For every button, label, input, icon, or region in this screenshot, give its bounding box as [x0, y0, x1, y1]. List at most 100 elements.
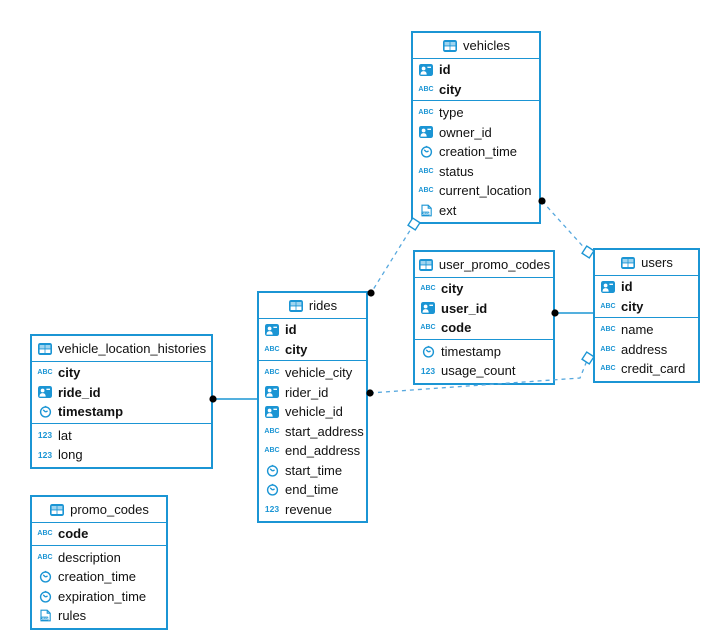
column-name: name [621, 322, 654, 338]
column-name: code [58, 526, 89, 542]
column-row: id [595, 277, 698, 297]
column-row: ABC description [32, 548, 166, 568]
column-name: end_address [285, 443, 361, 459]
id-badge-icon [418, 126, 434, 139]
table-icon [442, 39, 458, 52]
column-row: id [413, 60, 539, 80]
table-icon [418, 258, 434, 271]
text-icon: ABC [37, 530, 53, 538]
id-badge-icon [37, 386, 53, 399]
column-name: start_time [285, 462, 343, 478]
text-icon: ABC [600, 302, 616, 310]
id-badge-icon [264, 323, 280, 336]
text-icon: ABC [37, 553, 53, 561]
column-name: expiration_time [58, 588, 147, 604]
primary-key-section: ABC code [32, 523, 166, 546]
id-badge-icon [264, 386, 280, 399]
column-name: id [285, 322, 297, 338]
table-header: user_promo_codes [415, 252, 553, 278]
column-row: creation_time [32, 567, 166, 587]
id-badge-icon [420, 302, 436, 315]
text-icon: ABC [600, 326, 616, 334]
column-row: JSON ext [413, 201, 539, 221]
table-icon [620, 256, 636, 269]
column-row: rider_id [259, 383, 366, 403]
columns-section: timestamp 123 usage_count [415, 340, 553, 383]
clock-icon [264, 483, 280, 496]
column-row: creation_time [413, 142, 539, 162]
column-name: description [58, 549, 121, 565]
number-icon: 123 [37, 430, 53, 441]
column-row: ABC city [259, 340, 366, 360]
id-badge-icon [264, 405, 280, 418]
clock-icon [418, 145, 434, 158]
column-name: city [285, 341, 308, 357]
column-name: city [439, 81, 462, 97]
column-name: status [439, 163, 474, 179]
column-row: id [259, 320, 366, 340]
number-icon: 123 [37, 449, 53, 460]
table-icon [288, 299, 304, 312]
column-name: ext [439, 202, 457, 218]
json-icon: JSON [37, 609, 53, 622]
column-name: user_id [441, 300, 488, 316]
table-title: vehicles [463, 38, 510, 53]
column-name: rider_id [285, 384, 329, 400]
column-name: vehicle_city [285, 365, 353, 381]
table-icon [49, 503, 65, 516]
clock-icon [37, 590, 53, 603]
table-title: users [641, 255, 673, 270]
column-row: timestamp [415, 342, 553, 362]
column-name: usage_count [441, 363, 516, 379]
column-row: 123 usage_count [415, 361, 553, 381]
table-title: rides [308, 298, 338, 313]
number-icon: 123 [264, 504, 280, 515]
table-header: vehicles [413, 33, 539, 59]
svg-text:JSON: JSON [422, 212, 431, 216]
column-name: credit_card [621, 361, 686, 377]
column-row: timestamp [32, 402, 211, 422]
svg-text:JSON: JSON [41, 617, 50, 621]
table-header: vehicle_location_histories [32, 336, 211, 362]
table-icon [37, 342, 53, 355]
text-icon: ABC [600, 365, 616, 373]
relation-line-vehicles-users [541, 200, 589, 253]
number-icon: 123 [420, 365, 436, 376]
column-name: ride_id [58, 384, 101, 400]
column-row: ABC credit_card [595, 359, 698, 379]
table-title: user_promo_codes [438, 257, 551, 272]
column-name: code [441, 320, 472, 336]
text-icon: ABC [264, 427, 280, 435]
clock-icon [420, 345, 436, 358]
column-name: rules [58, 608, 87, 624]
column-row: start_time [259, 461, 366, 481]
column-name: lat [58, 427, 72, 443]
column-row: vehicle_id [259, 402, 366, 422]
text-icon: ABC [264, 345, 280, 353]
column-row: user_id [415, 299, 553, 319]
id-badge-icon [418, 63, 434, 76]
table-header: rides [259, 293, 366, 319]
column-name: city [441, 281, 464, 297]
column-name: city [58, 365, 81, 381]
